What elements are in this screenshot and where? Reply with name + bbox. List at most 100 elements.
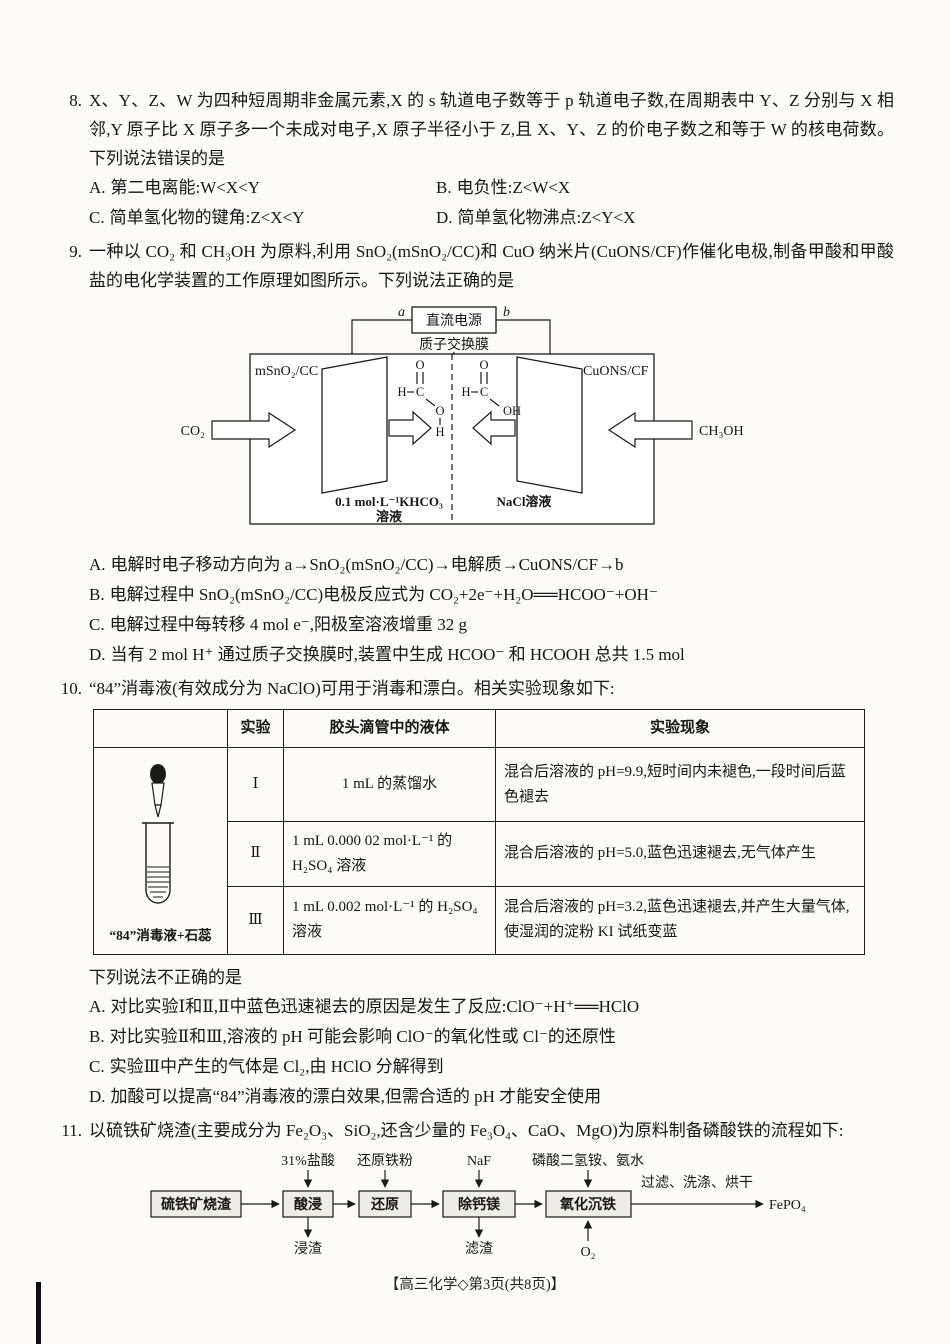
test-tube-illustration (141, 764, 174, 904)
left-flow-arrow (388, 410, 432, 446)
table-row: Ⅱ 1 mL 0.000 02 mol·L⁻¹ 的 H₂SO₄ 溶液 混合后溶液… (94, 821, 865, 887)
liquid-cell: 1 mL 0.002 mol·L⁻¹ 的 H₂SO₄ 溶液 (283, 885, 496, 956)
flow-start-label: 硫铁矿烧渣 (161, 1196, 232, 1213)
question-8: 8. X、Y、Z、W 为四种短周期非金属元素,X 的 s 轨道电子数等于 p 轨… (56, 86, 894, 233)
test-tube-cell: “84”消毒液+石蕊 (93, 747, 228, 955)
option-text: 当有 2 mol H⁺ 通过质子交换膜时,装置中生成 HCOO⁻ 和 HCOOH… (110, 645, 685, 664)
phenomenon-cell: 混合后溶液的 pH=9.9,短时间内未褪色,一段时间后蓝色褪去 (495, 746, 865, 823)
option-label: A. (89, 178, 106, 197)
option-b: B.电负性:Z<W<X (436, 173, 894, 203)
question-8-stem: X、Y、Z、W 为四种短周期非金属元素,X 的 s 轨道电子数等于 p 轨道电子… (89, 91, 894, 168)
input-phosphate-ammonia-label: 磷酸二氢铵、氨水 (532, 1153, 644, 1169)
option-label: B. (89, 585, 105, 604)
tube-body (144, 823, 171, 904)
atom-h: H (435, 425, 444, 439)
electrolysis-diagram-wrap: 直流电源 a b 质子交换膜 mSnO₂/CC CuONS/CF (117, 299, 894, 546)
question-10-ask: 下列说法不正确的是 (89, 968, 242, 987)
table-header-experiment: 实验 (227, 709, 284, 748)
option-label: D. (89, 645, 106, 664)
right-flow-arrow (472, 410, 516, 446)
question-8-options: A.第二电离能:W<X<Y B.电负性:Z<W<X C.简单氢化物的键角:Z<X… (89, 173, 894, 233)
flow-step2-label: 还原 (370, 1196, 399, 1213)
atom-c: C (416, 385, 424, 399)
option-label: D. (89, 1087, 106, 1106)
flow-box-step4 (545, 1190, 632, 1218)
question-8-number: 8. (69, 91, 82, 110)
option-label: C. (89, 1057, 105, 1076)
left-solution-label: 0.1 mol·L⁻¹KHCO₃ (335, 494, 443, 509)
atom-h: H (397, 385, 406, 399)
electrolysis-cell-diagram: 直流电源 a b 质子交换膜 mSnO₂/CC CuONS/CF (181, 305, 744, 525)
liquid-cell: 1 mL 的蒸馏水 (283, 746, 496, 823)
option-text: 实验Ⅲ中产生的气体是 Cl₂,由 HClO 分解得到 (109, 1057, 444, 1076)
option-label: C. (89, 615, 105, 634)
left-electrode-label: mSnO₂/CC (255, 364, 318, 379)
power-supply-label: 直流电源 (426, 312, 482, 329)
experiment-no: Ⅰ (227, 746, 284, 823)
table-header-liquid: 胶头滴管中的液体 (283, 709, 496, 748)
option-label: D. (436, 208, 453, 227)
flow-step4-label: 氧化沉铁 (559, 1196, 616, 1213)
left-solution-label-2: 溶液 (376, 509, 402, 524)
wire-a (351, 319, 412, 363)
question-9-stem: 一种以 CO₂ 和 CH₃OH 为原料,利用 SnO₂(mSnO₂/CC)和 C… (89, 242, 894, 290)
co2-label: CO₂ (181, 424, 205, 439)
atom-o: O (479, 358, 488, 372)
question-10-stem: “84”消毒液(有效成分为 NaClO)可用于消毒和漂白。相关实验现象如下: (89, 679, 615, 698)
question-11: 11. 以硫铁矿烧渣(主要成分为 Fe₂O₃、SiO₂,还含少量的 Fe₃O₄、… (56, 1116, 894, 1273)
option-text: 对比实验Ⅱ和Ⅲ,溶液的 pH 可能会影响 ClO⁻的氧化性或 Cl⁻的还原性 (109, 1027, 616, 1046)
right-electrode-shape (516, 356, 583, 494)
ch3oh-inlet-arrow (607, 411, 693, 449)
oxygen-label: O₂ (581, 1245, 596, 1260)
question-10-number: 10. (60, 679, 82, 698)
experiment-no: Ⅱ (227, 821, 284, 887)
option-label: A. (89, 997, 106, 1016)
terminal-b-label: b (503, 305, 510, 320)
dropper-bulb (149, 764, 166, 784)
power-supply-box (411, 306, 497, 334)
option-c: C.实验Ⅲ中产生的气体是 Cl₂,由 HClO 分解得到 (89, 1052, 894, 1082)
liquid-shading (146, 866, 169, 898)
final-step-label: 过滤、洗涤、烘干 (641, 1175, 753, 1191)
liquid-cell: 1 mL 0.000 02 mol·L⁻¹ 的 H₂SO₄ 溶液 (283, 821, 496, 887)
option-a: A.第二电离能:W<X<Y (89, 173, 436, 203)
question-9: 9. 一种以 CO₂ 和 CH₃OH 为原料,利用 SnO₂(mSnO₂/CC)… (56, 237, 894, 670)
option-label: B. (89, 1027, 105, 1046)
option-c: C.简单氢化物的键角:Z<X<Y (89, 203, 436, 233)
atom-o: O (415, 358, 424, 372)
option-d: D.加酸可以提高“84”消毒液的漂白效果,但需合适的 pH 才能安全使用 (89, 1082, 894, 1112)
input-iron-powder-label: 还原铁粉 (357, 1153, 413, 1169)
question-10: 10. “84”消毒液(有效成分为 NaClO)可用于消毒和漂白。相关实验现象如… (56, 674, 894, 1112)
table-row: “84”消毒液+石蕊 Ⅰ 1 mL 的蒸馏水 混合后溶液的 pH=9.9,短时间… (93, 746, 865, 955)
scan-artifact-line (36, 1282, 41, 1344)
option-d: D.简单氢化物沸点:Z<Y<X (436, 203, 894, 233)
option-text: 第二电离能:W<X<Y (110, 178, 261, 197)
option-text: 电负性:Z<W<X (456, 178, 571, 197)
dropper-tip (153, 804, 162, 818)
dropper-tube (150, 782, 165, 806)
question-9-number: 9. (69, 242, 82, 261)
experiment-table: 实验 胶头滴管中的液体 实验现象 (93, 709, 865, 956)
residue-label: 浸渣 (294, 1241, 322, 1257)
input-naf-label: NaF (467, 1154, 491, 1169)
ch3oh-label: CH₃OH (699, 424, 744, 439)
right-electrode-label: CuONS/CF (583, 364, 649, 379)
process-flowchart: 硫铁矿烧渣 酸浸 还原 除钙镁 氧化沉铁 过滤、洗涤、烘干 (150, 1153, 806, 1260)
option-a: A.电解时电子移动方向为 a→SnO₂(mSnO₂/CC)→电解质→CuONS/… (89, 550, 894, 580)
option-text: 加酸可以提高“84”消毒液的漂白效果,但需合适的 pH 才能安全使用 (110, 1087, 602, 1106)
option-text: 对比实验Ⅰ和Ⅱ,Ⅱ中蓝色迅速褪去的原因是发生了反应:ClO⁻+H⁺══HClO (110, 997, 640, 1016)
option-b: B.对比实验Ⅱ和Ⅲ,溶液的 pH 可能会影响 ClO⁻的氧化性或 Cl⁻的还原性 (89, 1022, 894, 1052)
wire-b (496, 319, 551, 363)
terminal-a-label: a (398, 305, 405, 320)
option-label: C. (89, 208, 105, 227)
option-text: 简单氢化物的键角:Z<X<Y (109, 208, 305, 227)
option-label: B. (436, 178, 452, 197)
phenomenon-cell: 混合后溶液的 pH=3.2,蓝色迅速褪去,并产生大量气体,使湿润的淀粉 KI 试… (495, 885, 865, 956)
page-footer: 【高三化学◇第3页(共8页)】 (384, 1277, 566, 1293)
product-label: FePO₄ (769, 1198, 806, 1213)
option-c: C.电解过程中每转移 4 mol e⁻,阳极室溶液增重 32 g (89, 610, 894, 640)
experiment-no: Ⅲ (227, 885, 284, 956)
flow-step3-label: 除钙镁 (458, 1196, 501, 1213)
option-text: 电解时电子移动方向为 a→SnO₂(mSnO₂/CC)→电解质→CuONS/CF… (110, 555, 624, 574)
table-row: Ⅲ 1 mL 0.002 mol·L⁻¹ 的 H₂SO₄ 溶液 混合后溶液的 p… (94, 885, 865, 956)
